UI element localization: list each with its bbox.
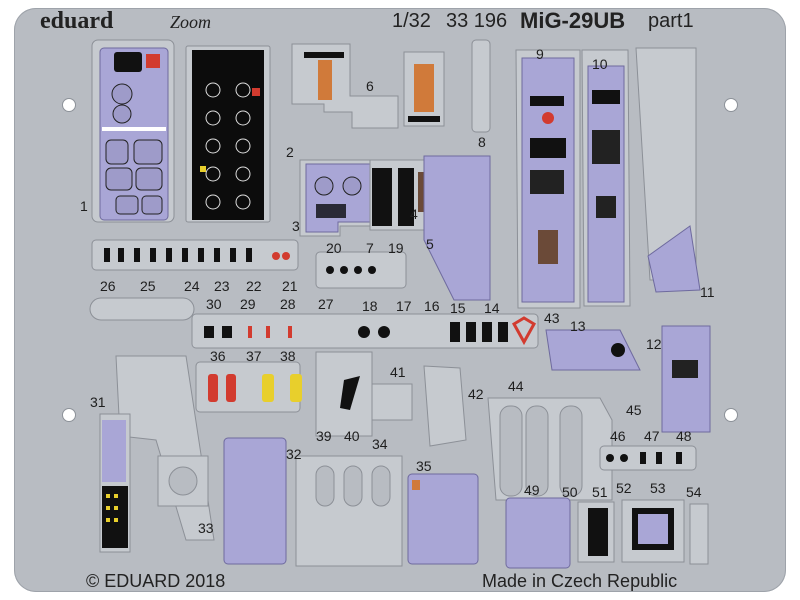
product-code: 33 196 (446, 10, 508, 32)
part-number: 23 (214, 278, 230, 294)
part-number: 43 (544, 310, 560, 326)
part-number: 8 (478, 134, 486, 150)
part-number: 40 (344, 428, 360, 444)
origin-text: Made in Czech Republic (482, 571, 678, 591)
part-number: 16 (424, 298, 440, 314)
part-35-panel (407, 473, 479, 565)
fret-part-label: part1 (648, 10, 694, 32)
part-9-side-console (515, 49, 581, 309)
part-10-side-console (581, 49, 631, 307)
part-1-instrument-panel (91, 39, 175, 223)
part-number: 14 (484, 300, 500, 316)
part-42 (423, 365, 467, 447)
part-number: 47 (644, 428, 660, 444)
small-part-marks (104, 248, 252, 262)
part-number: 28 (280, 296, 296, 312)
part-number: 26 (100, 278, 116, 294)
part-3-panel (299, 159, 379, 237)
part-number: 33 (198, 520, 214, 536)
part-12-panel (661, 325, 711, 433)
part-number: 39 (316, 428, 332, 444)
part-number: 34 (372, 436, 388, 452)
part-number: 41 (390, 364, 406, 380)
part-number: 9 (536, 46, 544, 62)
part-number: 44 (508, 378, 524, 394)
part-number: 17 (396, 298, 412, 314)
part-43 (511, 316, 537, 346)
mounting-hole-icon (724, 408, 738, 422)
part-2-instrument-board (185, 45, 271, 223)
part-number: 11 (700, 284, 715, 300)
part-54 (689, 503, 709, 565)
part-number: 7 (366, 240, 374, 256)
part-number: 45 (626, 402, 642, 418)
part-number: 6 (366, 78, 374, 94)
part-number: 30 (206, 296, 222, 312)
part-number: 25 (140, 278, 156, 294)
part-number: 54 (686, 484, 702, 500)
part-49-panel (505, 497, 571, 569)
part-number: 51 (592, 484, 608, 500)
parts-46-48 (599, 445, 697, 471)
part-13-panel (545, 329, 641, 371)
part-number: 4 (410, 206, 418, 222)
part-number: 29 (240, 296, 256, 312)
part-number: 24 (184, 278, 200, 294)
part-number: 53 (650, 480, 666, 496)
copyright-text: © EDUARD 2018 (86, 571, 226, 591)
part-number: 19 (388, 240, 404, 256)
part-11-panel (647, 225, 701, 293)
part-number: 10 (592, 56, 608, 72)
part-number: 20 (326, 240, 342, 256)
part-number: 49 (524, 482, 540, 498)
parts-20-26-strip (91, 239, 299, 271)
model-name: MiG-29UB (520, 8, 626, 33)
part-6 (291, 43, 445, 129)
part-number: 36 (210, 348, 226, 364)
part-number: 35 (416, 458, 432, 474)
scale-label: 1/32 (392, 10, 431, 32)
part-number: 5 (426, 236, 434, 252)
mounting-hole-icon (62, 98, 76, 112)
part-number: 42 (468, 386, 484, 402)
part-number: 2 (286, 144, 294, 160)
mounting-hole-icon (62, 408, 76, 422)
part-number: 22 (246, 278, 262, 294)
part-number: 38 (280, 348, 296, 364)
part-8-strip (471, 39, 491, 133)
part-number: 31 (90, 394, 106, 410)
part-32-panel (223, 437, 287, 565)
brand-logo: eduard (40, 8, 114, 34)
part-number: 52 (616, 480, 632, 496)
part-number: 1 (80, 198, 88, 214)
part-number: 13 (570, 318, 586, 334)
series-logo: Zoom (170, 12, 212, 32)
part-number: 3 (292, 218, 300, 234)
part-number: 50 (562, 484, 578, 500)
part-8-lower-strip (89, 297, 195, 321)
part-number: 37 (246, 348, 262, 364)
part-number: 27 (318, 296, 334, 312)
part-number: 15 (450, 300, 466, 316)
part-number: 12 (646, 336, 662, 352)
mounting-hole-icon (724, 98, 738, 112)
part-number: 21 (282, 278, 298, 294)
part-5-console (423, 155, 491, 301)
part-number: 18 (362, 298, 378, 314)
part-number: 32 (286, 446, 302, 462)
part-number: 48 (676, 428, 692, 444)
part-number: 46 (610, 428, 626, 444)
